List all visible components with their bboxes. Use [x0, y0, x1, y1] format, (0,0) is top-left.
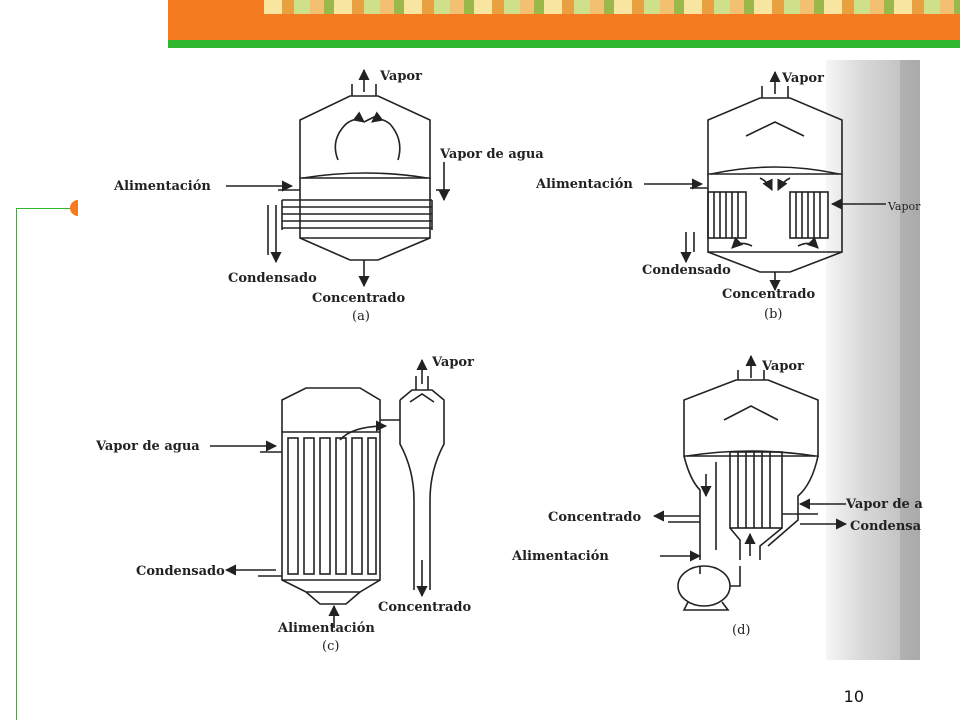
- label-condensate-d: Condensa: [850, 519, 922, 534]
- label-steam-a: Vapor de agua: [439, 147, 544, 162]
- evaporator-b: Alimentación Vapor Vapor Condensado Conc…: [535, 70, 921, 322]
- scanned-figure: [78, 60, 920, 660]
- evaporator-d: Concentrado Alimentación Vapor de a Cond…: [511, 354, 923, 638]
- slide-number: 10: [843, 687, 864, 706]
- evaporator-c: Vapor de agua Condensado Vapor Concentra…: [95, 355, 474, 654]
- label-steam-d: Vapor de a: [845, 497, 923, 512]
- label-vapor-d: Vapor: [761, 359, 804, 374]
- label-vapor-b: Vapor: [781, 71, 824, 86]
- left-accent-line: [16, 208, 17, 720]
- label-steam-b: Vapor: [887, 200, 921, 213]
- label-feed-a: Alimentación: [113, 179, 211, 194]
- label-condensate-b: Condensado: [642, 263, 731, 278]
- left-accent-connector: [16, 208, 72, 209]
- label-condensate-c: Condensado: [136, 564, 225, 579]
- label-steam-c: Vapor de agua: [95, 439, 200, 454]
- evaporator-a: Alimentación Vapor de agua Vapor Condens…: [113, 68, 544, 324]
- label-concentrate-d: Concentrado: [548, 510, 641, 525]
- label-concentrate-a: Concentrado: [312, 291, 405, 306]
- label-feed-d: Alimentación: [511, 549, 609, 564]
- caption-d: (d): [732, 623, 750, 638]
- header-green-line: [168, 40, 960, 48]
- label-concentrate-b: Concentrado: [722, 287, 815, 302]
- scan-shadow: [900, 60, 920, 660]
- label-vapor-a: Vapor: [379, 69, 422, 84]
- label-condensate-a: Condensado: [228, 271, 317, 286]
- caption-c: (c): [322, 639, 339, 654]
- label-feed-c: Alimentación: [277, 621, 375, 636]
- label-feed-b: Alimentación: [535, 177, 633, 192]
- caption-b: (b): [764, 307, 782, 322]
- header-photo-strip: [264, 0, 960, 14]
- label-vapor-c: Vapor: [431, 355, 474, 370]
- caption-a: (a): [352, 309, 370, 324]
- label-concentrate-c: Concentrado: [378, 600, 471, 615]
